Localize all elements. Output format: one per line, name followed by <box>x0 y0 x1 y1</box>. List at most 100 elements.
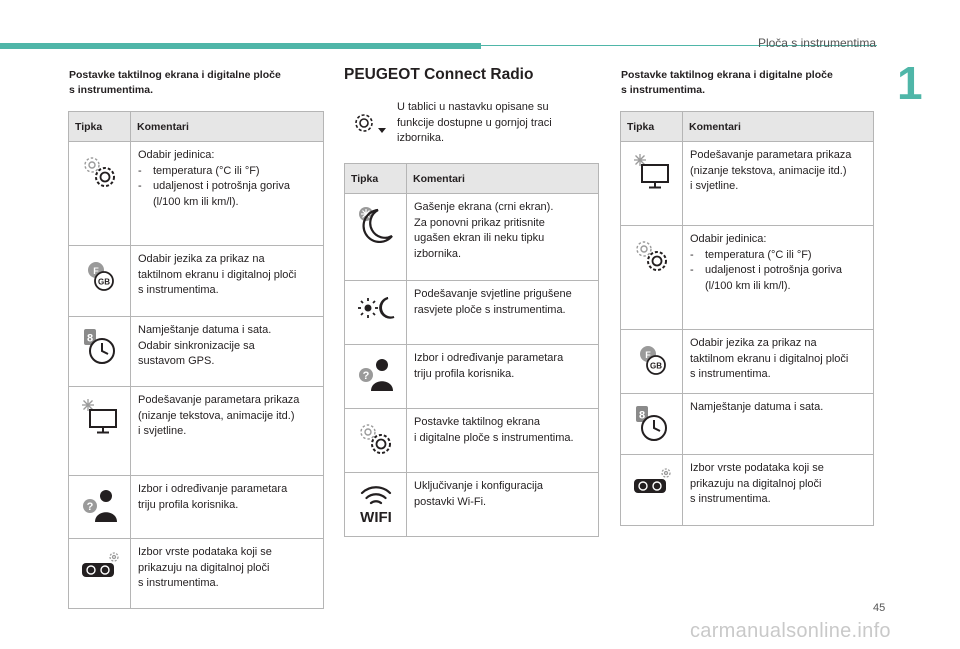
clock-icon: 8 <box>621 404 682 444</box>
table-row: Podešavanje parametara prikaza (nizanje t… <box>68 386 324 476</box>
key-cell <box>344 280 407 345</box>
comment-cell: Izbor i određivanje parametara triju prof… <box>130 475 324 539</box>
comment-continuation: (l/100 km ili km/l). <box>705 279 791 292</box>
comment-line: taktilnom ekranu i digitalnoj ploči <box>138 268 297 281</box>
table-row: ? Izbor i određivanje parametara triju pro… <box>68 475 324 539</box>
table-row: Odabir jedinica:-temperatura (°C ili °F)… <box>68 141 324 246</box>
key-cell <box>620 225 683 330</box>
comment-line: s instrumentima. <box>690 493 771 505</box>
table-row: Izbor vrste podataka koji se prikazuju na… <box>620 454 874 526</box>
col-header-key: Tipka <box>68 111 131 142</box>
comment-line: Namještanje datuma i sata. <box>690 401 824 413</box>
comment-cell: Uključivanje i konfiguracija postavki Wi-… <box>406 472 599 537</box>
section-title: PEUGEOT Connect Radio <box>344 66 534 83</box>
comment-line: prikazuju na digitalnoj ploči <box>138 561 270 574</box>
wifi-icon: WIFI <box>345 483 406 525</box>
key-cell <box>620 141 683 226</box>
key-cell: 8 <box>620 393 683 455</box>
comment-line: Izbor i određivanje parametara <box>414 352 564 364</box>
comment-line: triju profila korisnika. <box>414 367 515 380</box>
table-row: Gašenje ekrana (crni ekran). Za ponovni p… <box>344 193 599 281</box>
comment-line: Izbor i određivanje parametara <box>138 483 288 495</box>
comment-line: prikazuju na digitalnoj ploči <box>690 477 822 490</box>
comment-line: Za ponovni prikaz pritisnite <box>414 216 545 229</box>
clock-icon: 8 <box>69 327 130 367</box>
right-heading: Postavke taktilnog ekrana i digitalne pl… <box>621 69 833 96</box>
comment-line: Odabir jezika za prikaz na <box>690 337 817 349</box>
gear-icon <box>621 236 682 276</box>
key-cell <box>68 141 131 246</box>
comment-line: Odabir sinkronizacije sa <box>138 339 255 352</box>
comment-line: (nizanje tekstova, animacije itd.) <box>138 409 295 422</box>
comment-line: i svjetline. <box>138 425 187 437</box>
comment-bullet: -temperatura (°C ili °F) <box>138 164 260 177</box>
comment-bullet: -udaljenost i potrošnja goriva <box>690 264 842 276</box>
comment-cell: Odabir jedinica:-temperatura (°C ili °F)… <box>130 141 324 246</box>
comment-cell: Podešavanje parametara prikaza (nizanje t… <box>130 386 324 476</box>
comment-cell: Gašenje ekrana (crni ekran). Za ponovni p… <box>406 193 599 281</box>
col-header-comment: Komentari <box>406 163 599 194</box>
comment-cell: Odabir jedinica:-temperatura (°C ili °F)… <box>682 225 874 330</box>
display-brightness-icon <box>69 397 130 437</box>
key-cell <box>620 454 683 526</box>
comment-bullet: -temperatura (°C ili °F) <box>690 248 812 261</box>
settings-menu-icon <box>350 110 390 138</box>
table-row: 8 Namještanje datuma i sata. <box>620 393 874 455</box>
comment-cell: Odabir jezika za prikaz na taktilnom ekra… <box>682 329 874 394</box>
comment-line: ugašen ekran ili neku tipku <box>414 232 545 244</box>
key-cell <box>344 193 407 281</box>
col-header-comment: Komentari <box>682 111 874 142</box>
comment-line: Postavke taktilnog ekrana <box>414 416 540 428</box>
left-heading: Postavke taktilnog ekrana i digitalne pl… <box>69 69 281 96</box>
key-cell <box>344 408 407 473</box>
cluster-data-icon <box>621 465 682 505</box>
header-rule <box>481 45 877 46</box>
comment-line: Gašenje ekrana (crni ekran). <box>414 201 554 213</box>
user-profile-icon: ? <box>345 355 406 395</box>
table-row: 8 Namještanje datuma i sata.Odabir sinkro… <box>68 316 324 387</box>
key-cell: 8 <box>68 316 131 387</box>
comment-line: Izbor vrste podataka koji se <box>690 462 824 474</box>
table-row: Odabir jedinica:-temperatura (°C ili °F)… <box>620 225 874 330</box>
comment-cell: Namještanje datuma i sata. <box>682 393 874 455</box>
comment-cell: Podešavanje parametara prikaza(nizanje t… <box>682 141 874 226</box>
comment-line: sustavom GPS. <box>138 355 215 367</box>
comment-line: Izbor vrste podataka koji se <box>138 546 272 558</box>
col-header-key: Tipka <box>344 163 407 194</box>
user-profile-icon: ? <box>69 486 130 526</box>
table-row: Podešavanje parametara prikaza(nizanje t… <box>620 141 874 226</box>
comment-line: Podešavanje parametara prikaza <box>138 394 300 406</box>
running-header: Ploča s instrumentima <box>757 36 876 50</box>
svg-text:F: F <box>645 350 651 360</box>
gear-icon <box>69 152 130 192</box>
watermark: carmanualsonline.info <box>690 620 891 642</box>
comment-line: postavki Wi-Fi. <box>414 495 487 508</box>
comment-line: taktilnom ekranu i digitalnoj ploči <box>690 352 849 365</box>
comment-line: s instrumentima. <box>138 577 219 589</box>
comment-line: Uključivanje i konfiguracija <box>414 480 544 492</box>
comment-line: triju profila korisnika. <box>138 498 239 511</box>
comment-line: rasvjete ploče s instrumentima. <box>414 303 566 316</box>
middle-table: Tipka Komentari Gašenje ekrana (crni ekr… <box>344 163 599 537</box>
left-table: Tipka Komentari Odabir jedinica:-tempera… <box>68 111 324 609</box>
col-header-key: Tipka <box>620 111 683 142</box>
svg-text:8: 8 <box>86 333 92 345</box>
key-cell <box>68 538 131 609</box>
comment-cell: Izbor vrste podataka koji se prikazuju na… <box>682 454 874 526</box>
comment-bullet: -udaljenost i potrošnja goriva <box>138 180 290 192</box>
key-cell: WIFI <box>344 472 407 537</box>
comment-cell: Izbor vrste podataka koji se prikazuju na… <box>130 538 324 609</box>
table-row: ? Izbor i određivanje parametara triju pro… <box>344 344 599 409</box>
comment-cell: Namještanje datuma i sata.Odabir sinkron… <box>130 316 324 387</box>
right-table: Tipka Komentari Podešavanje parametara p… <box>620 111 874 526</box>
intro-text: U tablici u nastavku opisane su funkcije… <box>397 101 552 144</box>
